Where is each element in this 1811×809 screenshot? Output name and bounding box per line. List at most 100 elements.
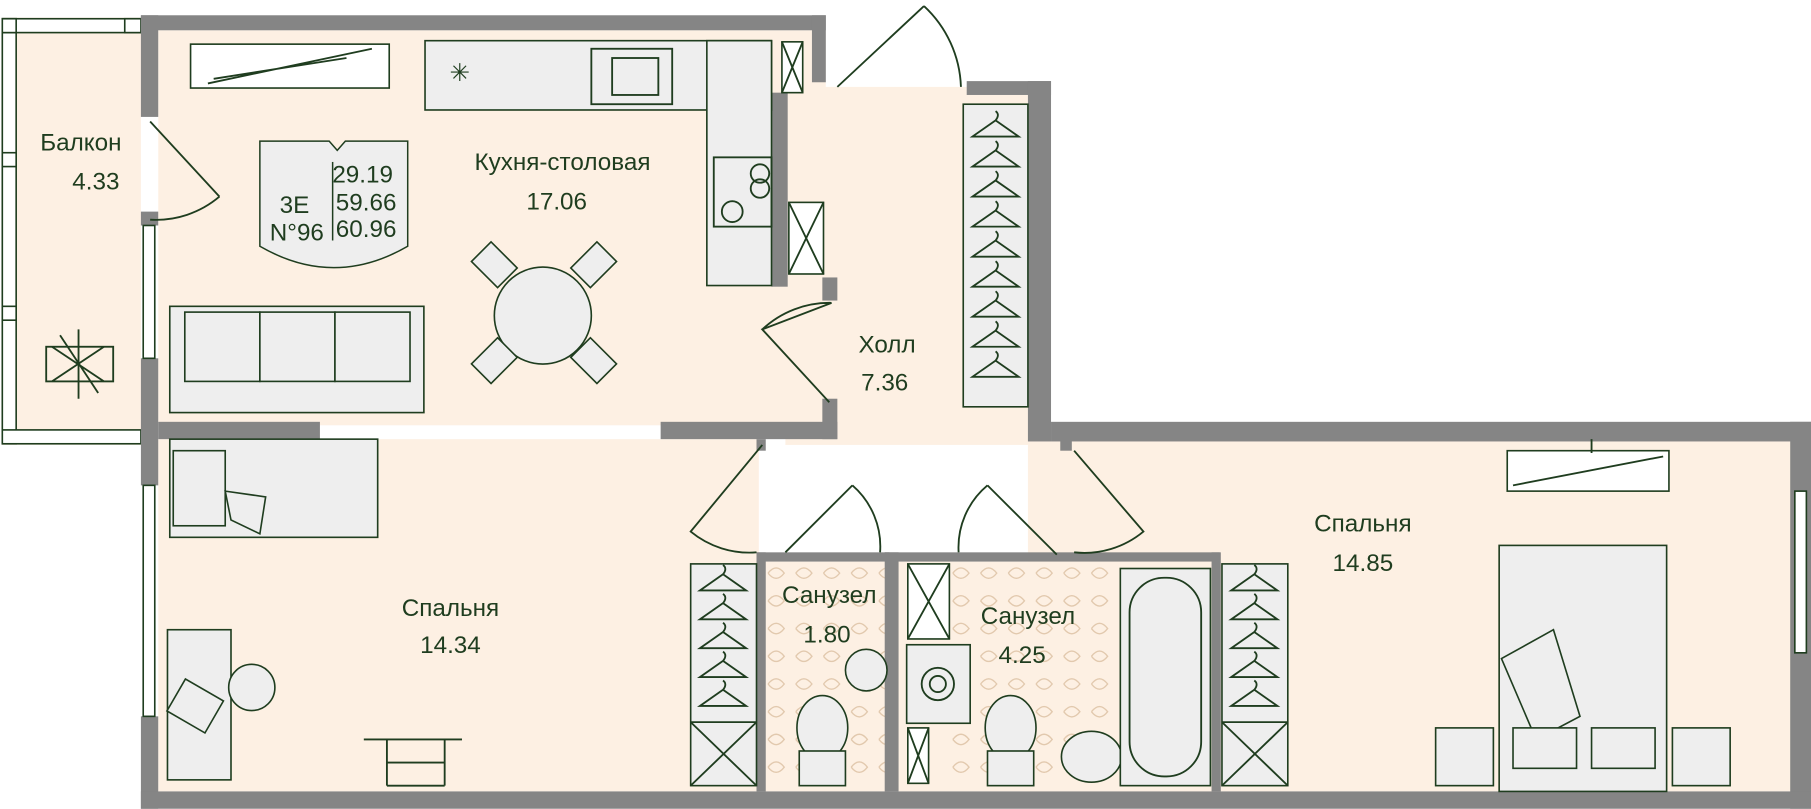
balcony-door	[149, 120, 221, 221]
tile-mark	[795, 567, 813, 580]
tile-mark	[1063, 705, 1081, 718]
entry-door	[836, 5, 962, 88]
tile-mark	[767, 622, 786, 635]
room-bathroom-1-name: Санузел	[782, 582, 876, 609]
tile-mark	[767, 567, 786, 580]
plant-icon	[45, 329, 115, 399]
bedroom-right-door	[1073, 450, 1145, 554]
bath1-door	[784, 484, 882, 553]
bedroom-left-door	[689, 444, 763, 554]
hanger-icon	[969, 170, 1022, 198]
tile-mark	[850, 622, 869, 635]
tile-mark	[850, 567, 869, 580]
hanger-icon	[1228, 622, 1281, 650]
tile-mark	[1090, 594, 1109, 607]
walls	[140, 15, 1811, 809]
tile-mark	[1063, 650, 1081, 663]
tile-mark	[1035, 705, 1054, 718]
bedroom-right-furniture	[1434, 439, 1731, 793]
hall-wardrobe	[962, 103, 1029, 408]
hanger-icon	[696, 564, 750, 592]
tile-mark	[822, 650, 841, 663]
room-bathroom-2-area: 4.25	[999, 642, 1046, 669]
tile-mark	[1063, 678, 1081, 690]
hanger-icon	[969, 200, 1022, 228]
tile-mark	[1035, 733, 1054, 746]
hanger-icon	[696, 622, 750, 650]
hanger-icon	[1228, 679, 1281, 707]
tile-mark	[1090, 678, 1109, 690]
apartment-type: 3E	[280, 192, 310, 219]
tile-mark	[1063, 567, 1081, 580]
room-bedroom-left-area: 14.34	[420, 632, 481, 659]
tile-mark	[822, 622, 841, 635]
tile-mark	[980, 678, 998, 690]
tile-mark	[767, 761, 786, 774]
hanger-icon	[1228, 593, 1281, 621]
hanger-icon	[969, 110, 1022, 138]
room-bathroom-1-area: 1.80	[803, 621, 850, 648]
windows	[142, 224, 1808, 718]
bathroom-1-fixtures	[796, 563, 951, 787]
balcony-floor[interactable]	[2, 17, 141, 445]
tile-mark	[822, 678, 841, 690]
tile-mark	[767, 594, 786, 607]
tile-mark	[1035, 594, 1054, 607]
room-bedroom-right-area: 14.85	[1333, 550, 1394, 577]
room-balcony-area: 4.33	[72, 169, 119, 196]
tile-mark	[1035, 678, 1054, 690]
tile-mark	[850, 705, 869, 718]
tile-mark	[952, 733, 970, 746]
tile-mark	[1090, 622, 1109, 635]
tile-mark	[980, 567, 998, 580]
room-balcony-name: Балкон	[40, 129, 121, 156]
bath2-door	[957, 484, 1058, 556]
tile-mark	[1090, 705, 1109, 718]
apartment-number: N°96	[270, 219, 324, 246]
hanger-icon	[1228, 564, 1281, 592]
tile-mark	[1090, 567, 1109, 580]
tile-mark	[850, 594, 869, 607]
tile-mark	[795, 678, 813, 690]
tile-pattern	[767, 567, 1109, 774]
tile-mark	[952, 761, 970, 774]
hanger-icon	[969, 350, 1022, 378]
living-area: 29.19	[332, 162, 393, 189]
hanger-icon	[696, 593, 750, 621]
room-hall-area: 7.36	[861, 370, 908, 397]
room-bathroom-2-name: Санузел	[981, 603, 1075, 630]
total-area-with-balcony: 60.96	[336, 216, 397, 243]
room-bedroom-left-name: Спальня	[402, 595, 499, 622]
tile-mark	[1035, 650, 1054, 663]
tile-mark	[952, 567, 970, 580]
bathroom-2-fixtures	[905, 563, 1289, 787]
hanger-icon	[1228, 650, 1281, 678]
hanger-icon	[969, 320, 1022, 348]
tile-mark	[1035, 761, 1054, 774]
tile-mark	[795, 650, 813, 663]
hanger-icon	[696, 679, 750, 707]
kitchen-door	[760, 301, 832, 403]
room-bedroom-right-name: Спальня	[1314, 511, 1411, 538]
tile-mark	[767, 678, 786, 690]
doors	[149, 5, 1145, 556]
tile-mark	[1007, 567, 1026, 580]
hanger-icon	[969, 260, 1022, 288]
tile-mark	[980, 622, 998, 635]
tile-mark	[767, 650, 786, 663]
tile-mark	[767, 733, 786, 746]
tile-mark	[1007, 594, 1026, 607]
tile-mark	[822, 567, 841, 580]
total-area: 59.66	[336, 189, 397, 216]
room-kitchen-area: 17.06	[526, 188, 587, 215]
tile-mark	[1035, 622, 1054, 635]
apartment-badge: 3E N°96 29.19 59.66 60.96	[259, 140, 409, 269]
tile-mark	[1063, 594, 1081, 607]
tile-mark	[822, 594, 841, 607]
tile-mark	[850, 761, 869, 774]
tile-mark	[1007, 622, 1026, 635]
hanger-icon	[696, 650, 750, 678]
tile-mark	[1007, 678, 1026, 690]
fan-icon: ✳	[450, 60, 470, 87]
